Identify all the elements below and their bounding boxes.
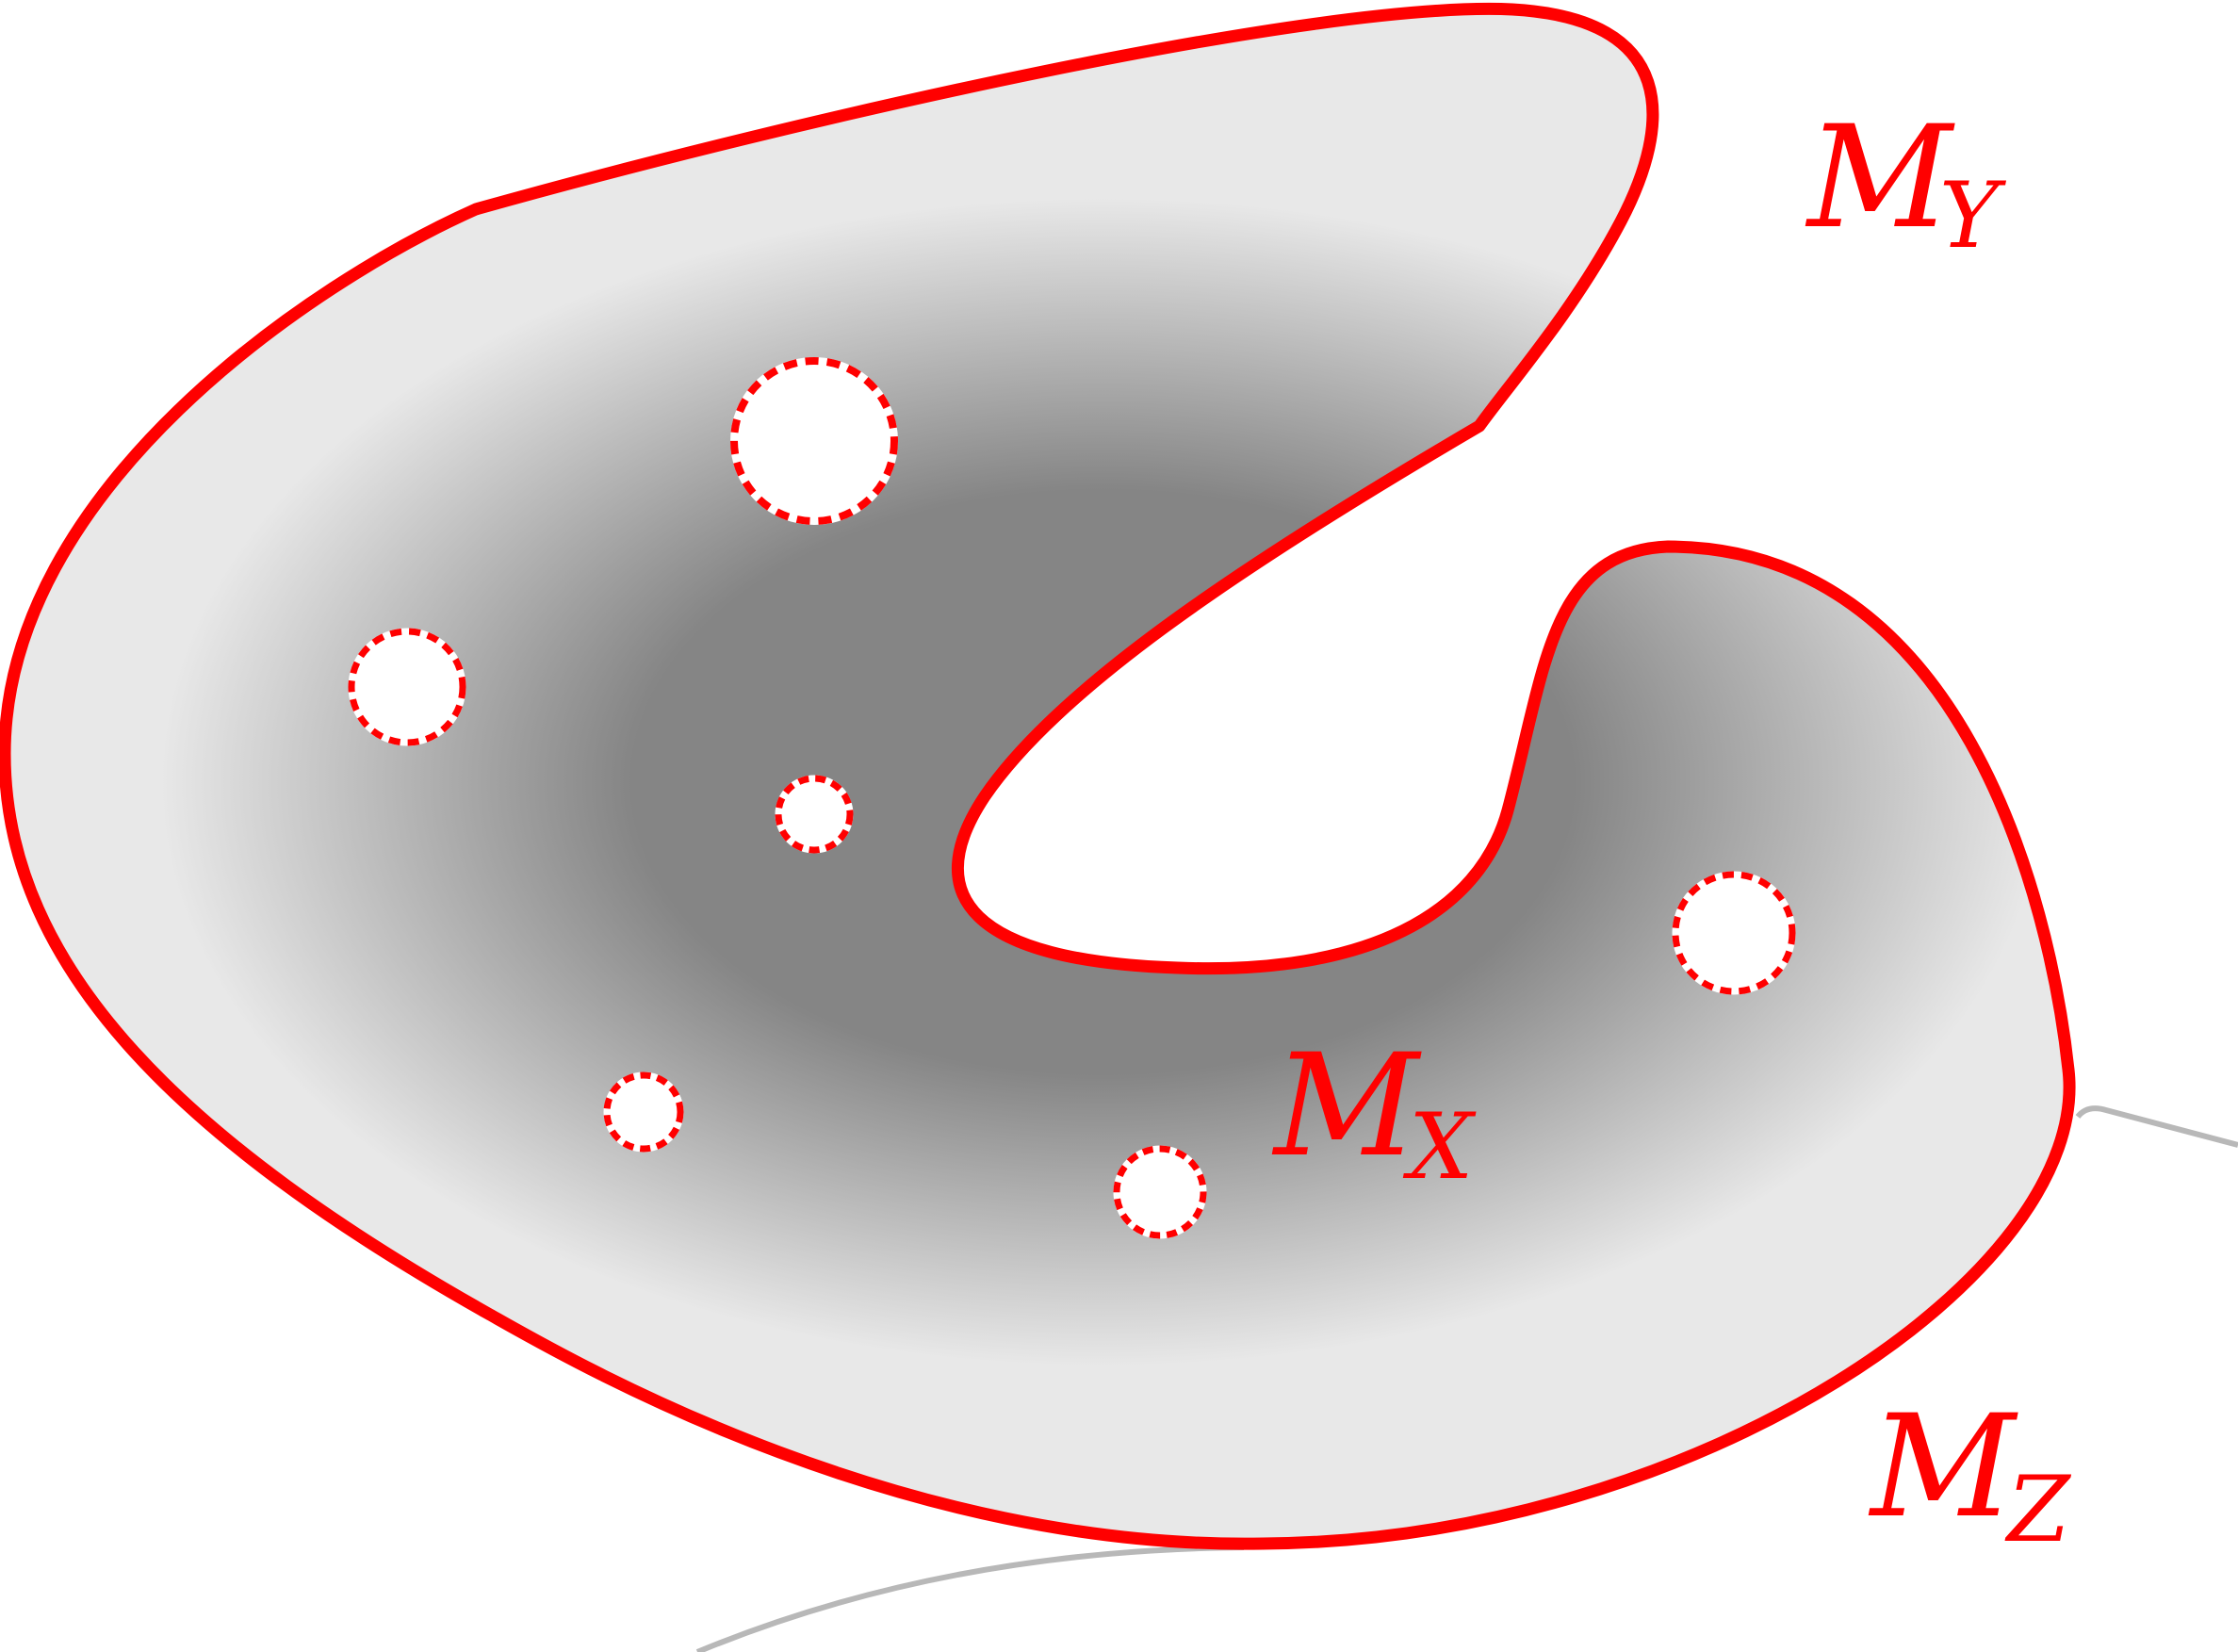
hole-left (348, 628, 466, 746)
label-my-subscript: Y (1939, 163, 2007, 269)
hole-boundary (1113, 1145, 1207, 1239)
hole-small-center (775, 775, 854, 854)
label-mx-subscript: X (1402, 1094, 1477, 1200)
hole-boundary (348, 628, 466, 746)
label-my: M Y (1805, 96, 2007, 269)
label-my-base: M (1805, 96, 1955, 260)
hole-boundary (603, 1071, 684, 1153)
label-mx: M X (1271, 1024, 1477, 1200)
mx-region (0, 2, 2076, 1550)
holes-group (348, 357, 1796, 1239)
label-mx-base: M (1271, 1024, 1422, 1188)
mz-lower-curve (695, 1545, 1245, 1652)
label-mz-base: M (1868, 1385, 2018, 1549)
hole-bottom-center (1113, 1145, 1207, 1239)
mz-right-curve (2075, 1105, 2238, 1148)
hole-right (1672, 871, 1796, 995)
label-mz-subscript: Z (2004, 1457, 2072, 1562)
hole-large-top (730, 357, 898, 525)
hole-bottom-left (603, 1071, 684, 1153)
hole-boundary (775, 775, 854, 854)
hole-boundary (730, 357, 898, 525)
hole-boundary (1672, 871, 1796, 995)
label-mz: M Z (1868, 1385, 2072, 1562)
